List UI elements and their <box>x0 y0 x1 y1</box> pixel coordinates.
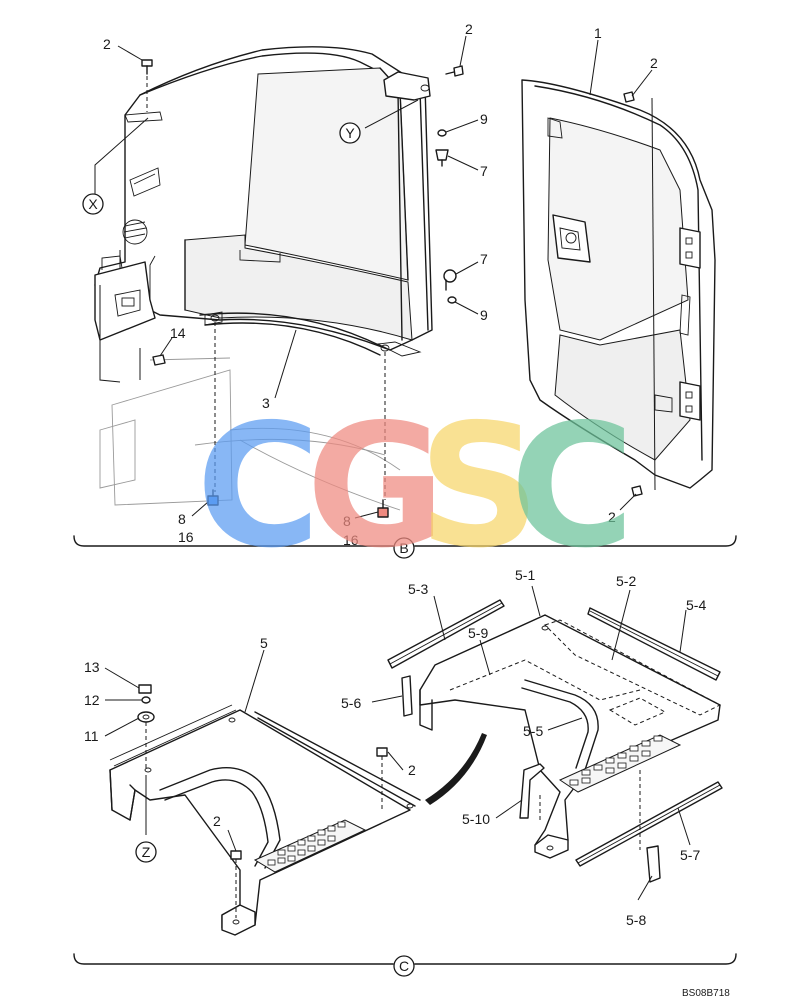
callout-5-1: 5-1 <box>515 567 535 583</box>
callout-13: 13 <box>84 659 100 675</box>
callout-2-top-center: 2 <box>465 21 473 37</box>
ref-x: X <box>88 196 98 212</box>
leaders-c <box>104 585 691 901</box>
floor-plate-assembly <box>109 704 421 936</box>
leaders-b <box>99 35 656 519</box>
callout-5-10: 5-10 <box>462 811 490 827</box>
callouts-b: 2 2 1 2 2 9 7 7 9 14 3 8 16 8 16 <box>103 21 658 548</box>
watermark-letter-g: G <box>306 388 446 586</box>
callout-5-4: 5-4 <box>686 597 706 613</box>
callout-12: 12 <box>84 692 100 708</box>
machine-frame-outline <box>99 357 401 511</box>
section-bracket-c: C <box>73 953 737 977</box>
watermark-letter-s: S <box>418 388 540 586</box>
callout-7-bottom: 7 <box>480 251 488 267</box>
callout-5-6: 5-6 <box>341 695 361 711</box>
callout-2-plate-lower: 2 <box>213 813 221 829</box>
callout-5-2: 5-2 <box>616 573 636 589</box>
callout-3: 3 <box>262 395 270 411</box>
section-bracket-b: B <box>73 535 737 559</box>
section-b: 2 2 1 2 2 9 7 7 9 14 3 8 16 8 16 X Y <box>73 21 737 559</box>
callout-2-right-top: 2 <box>650 55 658 71</box>
fasteners-b <box>141 59 643 518</box>
assembly-arrow <box>425 733 487 805</box>
section-c: 13 12 11 5 2 2 5-3 5-1 5-2 5-4 5-9 5-6 5… <box>73 567 737 977</box>
exploded-floor-assembly <box>387 599 723 883</box>
hardware-c <box>137 684 388 918</box>
alignment-lines-b <box>94 76 386 500</box>
callout-16-left: 16 <box>178 529 194 545</box>
callouts-c: 13 12 11 5 2 2 5-3 5-1 5-2 5-4 5-9 5-6 5… <box>84 567 706 928</box>
callout-11: 11 <box>84 728 99 744</box>
callout-7-top: 7 <box>480 163 488 179</box>
callout-5-9: 5-9 <box>468 625 488 641</box>
callout-2-plate-right: 2 <box>408 762 416 778</box>
watermark-logo: C G S C <box>196 388 635 586</box>
callout-16-right: 16 <box>343 532 359 548</box>
callout-8-left: 8 <box>178 511 186 527</box>
circled-refs-b: X Y <box>82 122 361 215</box>
callout-8-right: 8 <box>343 513 351 529</box>
step-grille-left <box>253 819 367 873</box>
ref-y: Y <box>345 125 355 141</box>
callout-9-bottom: 9 <box>480 307 488 323</box>
callout-2-top-left: 2 <box>103 36 111 52</box>
view-label-b: B <box>399 540 408 556</box>
drawing-code: BS08B718 <box>682 988 730 999</box>
callout-1: 1 <box>594 25 602 41</box>
callout-9-top: 9 <box>480 111 488 127</box>
callout-5-7: 5-7 <box>680 847 700 863</box>
callout-5-5: 5-5 <box>523 723 543 739</box>
callout-14: 14 <box>170 325 186 341</box>
callout-5-3: 5-3 <box>408 581 428 597</box>
callout-5-8: 5-8 <box>626 912 646 928</box>
callout-5: 5 <box>260 635 268 651</box>
rear-cover-left <box>94 46 433 357</box>
watermark-letter-c1: C <box>196 388 321 586</box>
ref-z: Z <box>142 844 151 860</box>
watermark-letter-c2: C <box>510 388 635 586</box>
view-label-c: C <box>399 958 409 974</box>
circled-refs-c: Z <box>135 841 157 863</box>
callout-2-right-bottom: 2 <box>608 509 616 525</box>
step-grille-right <box>558 734 682 793</box>
